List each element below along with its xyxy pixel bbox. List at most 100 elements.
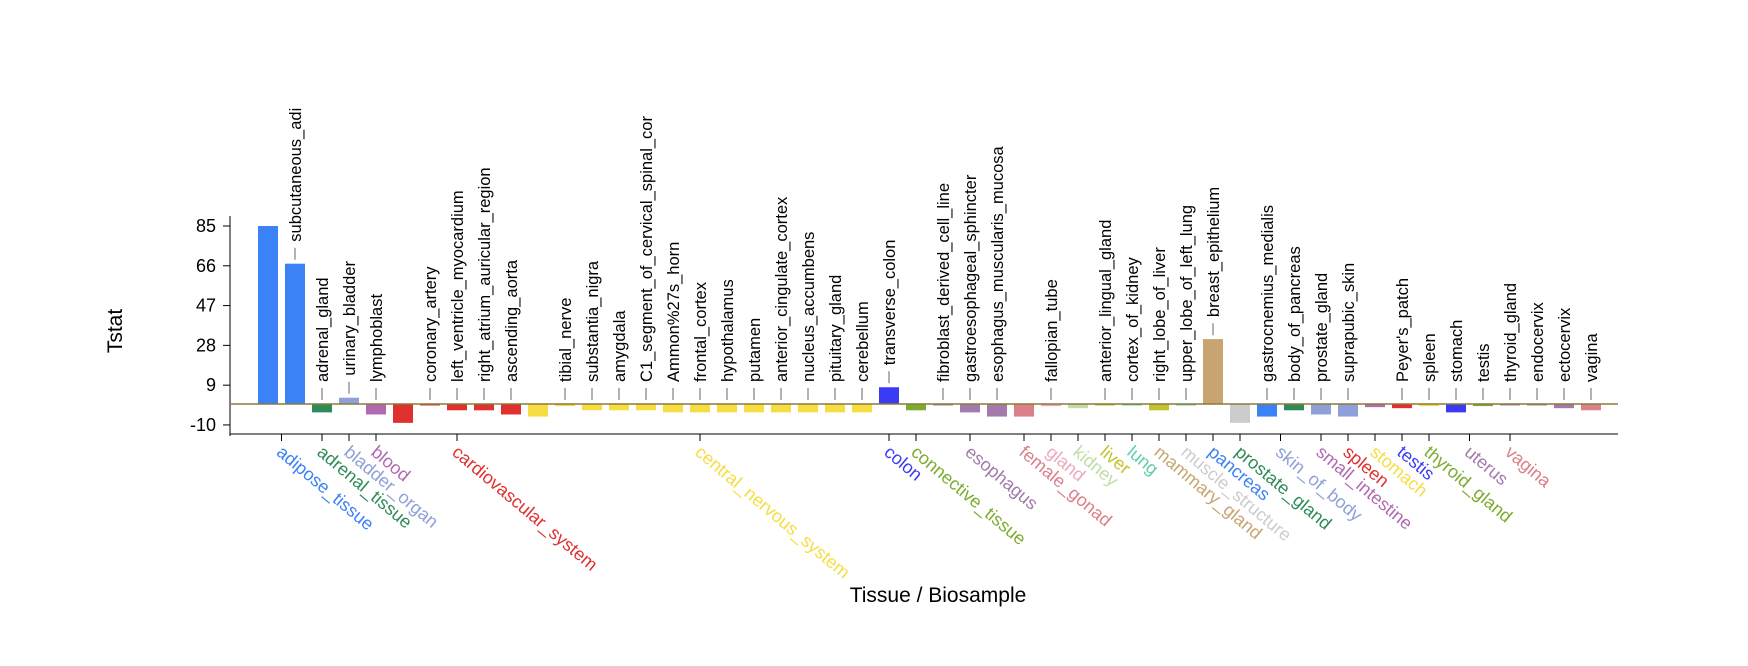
bar-label: prostate_gland [1313, 273, 1331, 382]
bar-label: transverse_colon [881, 240, 899, 366]
bar [636, 404, 656, 411]
bar [744, 404, 764, 413]
bar-label: tibial_nerve [557, 298, 575, 382]
bar [474, 404, 494, 411]
bar-label: left_ventricle_myocardium [449, 190, 467, 382]
bar-label: cerebellum [854, 301, 872, 382]
bar [1446, 404, 1466, 413]
bar [501, 404, 521, 415]
bar [1338, 404, 1358, 417]
bar-label: lymphoblast [368, 294, 386, 382]
bar [798, 404, 818, 413]
bar-label: nucleus_accumbens [800, 232, 818, 382]
bar-label: breast_epithelium [1205, 187, 1223, 317]
bar-label: frontal_cortex [692, 281, 710, 382]
bar [1284, 404, 1304, 411]
bar-label: putamen [746, 318, 764, 382]
x-group-label: central_nervous_system [691, 442, 854, 583]
bar [528, 404, 548, 417]
bar [1230, 404, 1250, 423]
y-axis-title: Tstat [104, 309, 127, 354]
bar-label: fallopian_tube [1043, 279, 1061, 382]
bar-label: vagina [1583, 333, 1601, 382]
bar-label: body_of_pancreas [1286, 246, 1304, 382]
y-tick-label: 66 [196, 256, 216, 276]
bar [1365, 404, 1385, 408]
y-tick-label: 9 [206, 375, 216, 395]
bar-label: gastroesophageal_sphincter [962, 174, 980, 382]
bar [825, 404, 845, 413]
bar [582, 404, 602, 411]
group-labels: adipose_tissueadrenal_tissuebladder_orga… [230, 433, 1618, 583]
x-group-label: vagina [1501, 442, 1555, 492]
bar [1203, 339, 1223, 404]
bar [1419, 404, 1439, 407]
bar-label: urinary_bladder [341, 261, 359, 376]
bar [717, 404, 737, 413]
bar-label: C1_segment_of_cervical_spinal_cor [638, 116, 656, 382]
bar [312, 404, 332, 413]
bar [1257, 404, 1277, 417]
bar-label: suprapubic_skin [1340, 263, 1358, 382]
bar-label: cortex_of_kidney [1124, 257, 1142, 382]
bar [879, 387, 899, 404]
bar [447, 404, 467, 411]
bar [1473, 404, 1493, 407]
bar-label: pituitary_gland [827, 275, 845, 382]
bar [1068, 404, 1088, 409]
bar [690, 404, 710, 413]
bar [258, 226, 278, 404]
y-tick-label: 28 [196, 335, 216, 355]
bar [1014, 404, 1034, 417]
bar-label: stomach [1448, 320, 1466, 382]
bar [1311, 404, 1331, 415]
y-tick-label: -10 [190, 415, 216, 435]
bar-label: substantia_nigra [584, 260, 602, 382]
y-tick-label: 47 [196, 296, 216, 316]
bar [366, 404, 386, 415]
bar [852, 404, 872, 413]
bar-label: subcutaneous_adi [287, 108, 305, 242]
bar-label: thyroid_gland [1502, 283, 1520, 382]
bar-label: spleen [1421, 333, 1439, 382]
bar [1041, 404, 1061, 407]
bar-label: Peyer's_patch [1394, 278, 1412, 382]
y-tick-label: 85 [196, 216, 216, 236]
bar [1392, 404, 1412, 409]
bar-label: fibroblast_derived_cell_line [935, 183, 953, 382]
bar-label: ascending_aorta [503, 259, 521, 382]
x-axis-title: Tissue / Biosample [850, 584, 1027, 607]
bar [906, 404, 926, 411]
bar-label: right_lobe_of_liver [1151, 247, 1169, 382]
bar [285, 263, 305, 404]
bar-label: esophagus_muscularis_mucosa [989, 145, 1007, 382]
bar [339, 397, 359, 404]
bar-label: amygdala [611, 310, 629, 382]
y-axis: 85 66 47 28 9 -10 [190, 216, 231, 436]
bars [230, 226, 1618, 423]
bar-label: endocervix [1529, 301, 1547, 382]
bar [609, 404, 629, 411]
bar-label: adrenal_gland [314, 277, 332, 382]
bar-label: coronary_artery [422, 266, 440, 382]
bar [1149, 404, 1169, 411]
bar-label: testis [1475, 343, 1493, 382]
bar-label: ectocervix [1556, 307, 1574, 382]
bar [393, 404, 413, 423]
bar [987, 404, 1007, 417]
bar-label: anterior_lingual_gland [1097, 220, 1115, 382]
bar-label: gastrocnemius_medialis [1259, 205, 1277, 382]
bar [663, 404, 683, 413]
bar-label: Ammon%27s_horn [665, 242, 683, 382]
bar-label: upper_lobe_of_left_lung [1178, 205, 1196, 382]
bar [555, 404, 575, 407]
bar-label: right_atrium_auricular_region [476, 167, 494, 382]
bar [960, 404, 980, 413]
bar [1581, 404, 1601, 411]
bar-label: hypothalamus [719, 279, 737, 382]
bar [1554, 404, 1574, 409]
x-group-label: cardiovascular_system [448, 442, 602, 576]
bar-label: anterior_cingulate_cortex [773, 196, 791, 382]
bar-labels: subcutaneous_adi adrenal_gland urinary_bla… [287, 108, 1601, 400]
